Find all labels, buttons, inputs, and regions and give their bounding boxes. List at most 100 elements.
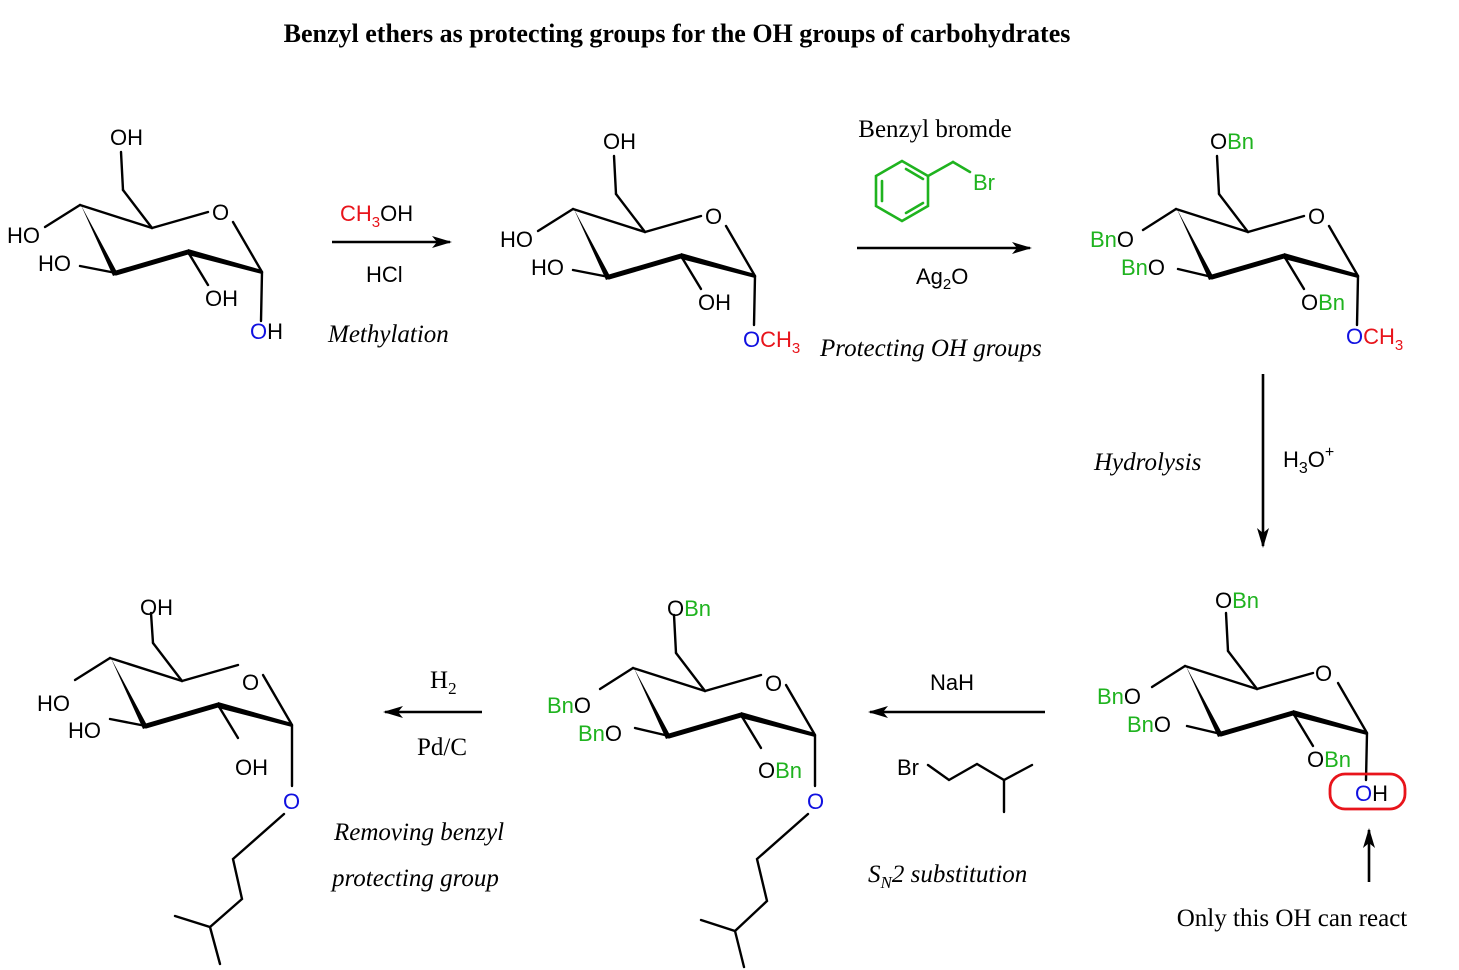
methoxy-label: OCH3 xyxy=(1346,324,1403,354)
bond xyxy=(208,925,222,966)
bond xyxy=(119,150,125,192)
wedge-bond xyxy=(1176,207,1214,280)
atom-label: OH xyxy=(205,286,238,311)
bno-label: BnO xyxy=(547,693,591,718)
wedge-bond xyxy=(218,702,292,727)
obn-label: OBn xyxy=(1215,588,1259,613)
bond xyxy=(1215,154,1221,196)
double-bond xyxy=(904,201,925,215)
wedge-bond xyxy=(1284,253,1358,278)
step-methylation: CH3OH HCl Methylation xyxy=(327,201,452,348)
annotation-reactive-oh: Only this OH can react xyxy=(1177,828,1407,932)
methoxy-label: OCH3 xyxy=(743,327,800,357)
bond xyxy=(121,188,154,230)
bond xyxy=(1364,731,1369,782)
bond xyxy=(259,270,264,323)
wedge-bond xyxy=(1185,664,1223,737)
bond xyxy=(1176,267,1214,279)
bond xyxy=(261,673,294,727)
bond xyxy=(1224,611,1230,653)
carbon-chain xyxy=(926,762,1034,782)
bond xyxy=(108,717,148,728)
bno-label: BnO xyxy=(1090,227,1134,252)
step-hydrolysis: Hydrolysis H3O+ xyxy=(1093,374,1334,548)
bond xyxy=(703,673,763,693)
wedge-bond xyxy=(741,712,815,737)
step-sn2: NaH Br SN2 substitution xyxy=(868,670,1045,892)
bond xyxy=(679,254,703,291)
atom-label: HO xyxy=(38,251,71,276)
molecule-isopentyl-glucoside: OH O HO HO OH O xyxy=(37,595,300,966)
bond xyxy=(186,250,210,287)
molecule-tetrabenzyl-glucose: OBn O BnO BnO OBn OH xyxy=(1097,588,1407,811)
molecule-tetrabenzyl-methyl-glucoside: OBn O BnO BnO OBn OCH3 xyxy=(1090,129,1403,354)
atom-label: O xyxy=(242,670,259,695)
bond xyxy=(633,726,671,738)
benzene-ring xyxy=(874,159,930,223)
wedge-bond xyxy=(80,203,118,276)
anomeric-oh-label: OH xyxy=(250,319,283,344)
atom-label: OH xyxy=(698,290,731,315)
atom-label: O xyxy=(765,671,782,696)
wedge-bond xyxy=(1293,710,1367,735)
isopentyl-chain xyxy=(173,812,286,929)
atom-label: HO xyxy=(531,255,564,280)
bromine-label: Br xyxy=(973,170,995,195)
bond xyxy=(108,656,184,683)
reagent-hcl: HCl xyxy=(366,262,403,287)
reagent-nah: NaH xyxy=(930,670,974,695)
bond xyxy=(571,207,647,234)
bold-bond xyxy=(143,702,221,729)
bond xyxy=(43,203,82,229)
reagent-hydronium: H3O+ xyxy=(1283,444,1334,477)
wedge-bond xyxy=(681,253,755,278)
atom-label: HO xyxy=(7,223,40,248)
bond xyxy=(1282,254,1306,291)
bno-label: BnO xyxy=(1121,255,1165,280)
step-caption-line-2: protecting group xyxy=(330,865,499,892)
atom-label: O xyxy=(212,200,229,225)
bond xyxy=(1327,224,1360,278)
bond xyxy=(1255,671,1315,691)
isopentyl-chain xyxy=(699,812,810,933)
atom-label: O xyxy=(1315,661,1332,686)
bold-bond xyxy=(666,712,744,739)
double-bond xyxy=(904,167,925,181)
molecule-tetrabenzyl-isopentyl-glucoside: OBn O BnO BnO OBn O xyxy=(547,596,824,969)
obn-label: OBn xyxy=(758,758,802,783)
atom-label: OH xyxy=(603,129,636,154)
wedge-bond xyxy=(110,656,148,729)
reagent-hydrogen: H2 xyxy=(430,667,457,698)
bond xyxy=(1291,711,1315,748)
bno-label: BnO xyxy=(1127,712,1171,737)
diagram-title: Benzyl ethers as protecting groups for t… xyxy=(284,19,1071,48)
step-caption: Protecting OH groups xyxy=(819,335,1042,362)
bond xyxy=(73,656,112,682)
bond xyxy=(614,192,647,234)
bond xyxy=(612,154,618,196)
bno-label: BnO xyxy=(578,721,622,746)
bold-bond xyxy=(1209,253,1287,280)
bond xyxy=(1226,649,1259,691)
obn-label: OBn xyxy=(1307,747,1351,772)
atom-label: OH xyxy=(235,755,268,780)
isopentyl-bromide-structure: Br xyxy=(897,755,1034,814)
bno-label: BnO xyxy=(1097,684,1141,709)
highlight-oval xyxy=(1328,772,1407,811)
bromine-label: Br xyxy=(897,755,919,780)
step-deprotection: H2 Pd/C Removing benzyl protecting group xyxy=(330,667,504,892)
bond xyxy=(78,203,154,230)
bond xyxy=(739,713,763,750)
anomeric-oxygen-label: O xyxy=(807,789,824,814)
wedge-bond xyxy=(573,207,611,280)
molecule-glucose: OH O HO HO OH OH xyxy=(7,125,283,344)
bold-bond xyxy=(606,253,684,280)
bond xyxy=(1185,724,1223,736)
bond xyxy=(151,641,184,683)
bond xyxy=(1174,207,1250,234)
benzyl-bromide-structure: Br xyxy=(874,159,995,223)
bond xyxy=(598,666,635,691)
atom-label: HO xyxy=(68,718,101,743)
reagent-methanol: CH3OH xyxy=(340,201,413,231)
